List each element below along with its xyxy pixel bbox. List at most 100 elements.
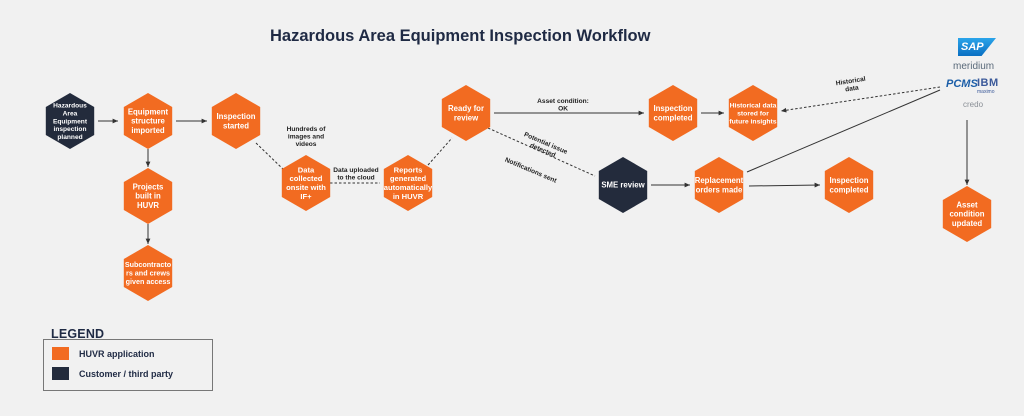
edge-label-line: images and [288, 134, 324, 141]
node-label-line: planned [57, 134, 82, 141]
node-label-line: future insights [729, 119, 776, 126]
hexagon-sme [598, 157, 648, 213]
node-label-line: Historical data [730, 102, 777, 109]
node-label-line: completed [654, 113, 693, 122]
legend-swatch-customer [52, 367, 69, 380]
edge-started-data [255, 142, 285, 171]
hexagon-completed2 [824, 157, 874, 213]
node-label-line: Replacement [695, 176, 744, 185]
node-label-line: completed [830, 185, 869, 194]
node-label-line: Equipment [53, 118, 88, 125]
legend: HUVR application Customer / third party [43, 339, 213, 391]
node-label-line: collected [290, 174, 323, 183]
hexagon-data [281, 155, 331, 211]
hexagon-historical [728, 85, 778, 141]
node-label-line: in HUVR [393, 192, 424, 201]
legend-label-customer: Customer / third party [79, 368, 174, 379]
hexagon-imported [123, 93, 173, 149]
edge-label-line: Hundreds of [287, 126, 327, 133]
node-label-line: Equipment [128, 108, 169, 117]
node-label-line: Inspection [830, 176, 869, 185]
node-label-line: built in [135, 192, 161, 201]
sap-logo: SAP [958, 38, 996, 56]
edge-label-asset-ok: Asset condition:OK [537, 98, 589, 113]
edge-label-line: Notifications sent [504, 157, 558, 185]
node-label-line: started [223, 121, 249, 130]
hexagon-completed1 [648, 85, 698, 141]
node-label-line: Data [298, 165, 315, 174]
hexagon-planned [45, 93, 95, 149]
node-label-line: updated [952, 219, 983, 228]
pcms-logo: PCMS [946, 78, 978, 90]
node-label-line: rs and crews [126, 269, 170, 278]
hexagon-started [211, 93, 261, 149]
node-label-line: Asset [956, 201, 978, 210]
edge-label-notifications: Notifications sent [504, 157, 558, 185]
edge-label-line: Asset condition: [537, 98, 589, 105]
edge-label-line: Data uploaded [333, 167, 378, 174]
legend-item-customer: Customer / third party [52, 367, 173, 380]
node-label-line: given access [126, 277, 171, 286]
maximo-logo: maximo [977, 89, 995, 95]
node-label-line: Subcontracto [125, 260, 172, 269]
hexagon-subs [123, 245, 173, 301]
edge-label-line: Historical [835, 76, 866, 88]
node-label-line: review [454, 113, 479, 122]
edge-ready-sme [487, 127, 596, 177]
hexagon-projects [123, 168, 173, 224]
edge-label-line: OK [558, 106, 568, 113]
legend-title: LEGEND [51, 327, 105, 341]
edge-label-potential: Potential issuedetected [520, 131, 569, 163]
node-sme: SME review [598, 157, 648, 213]
node-label-line: Area [63, 110, 78, 117]
hexagon-reports [383, 155, 433, 211]
node-label-line: IF+ [300, 192, 312, 201]
edge-replacement-erp [746, 89, 941, 173]
legend-swatch-huvr [52, 347, 69, 360]
node-label-line: Inspection [654, 104, 693, 113]
integration-logos: SAP meridium PCMS IBM maximo credo [944, 38, 1006, 114]
edge-replacement-completed2 [748, 182, 821, 188]
edge-label-line: data [845, 84, 860, 93]
node-label-line: generated [390, 174, 427, 183]
edge-label-line: to the cloud [337, 175, 374, 182]
node-label-line: onsite with [286, 183, 326, 192]
edge-reports-ready [427, 137, 453, 166]
ibm-logo: IBM [977, 77, 999, 89]
node-label-line: Ready for [448, 104, 484, 113]
node-label-line: Reports [394, 165, 423, 174]
node-label-line: automatically [384, 183, 433, 192]
edge-label-hist-data: Historicaldata [835, 76, 867, 95]
legend-item-huvr: HUVR application [52, 347, 155, 360]
edge-erp-historical [780, 86, 941, 113]
node-label-line: Inspection [217, 112, 256, 121]
node-label-line: Projects [133, 183, 164, 192]
node-label-line: HUVR [137, 201, 159, 210]
credo-logo: credo [963, 100, 984, 109]
hexagon-replacement [694, 157, 744, 213]
